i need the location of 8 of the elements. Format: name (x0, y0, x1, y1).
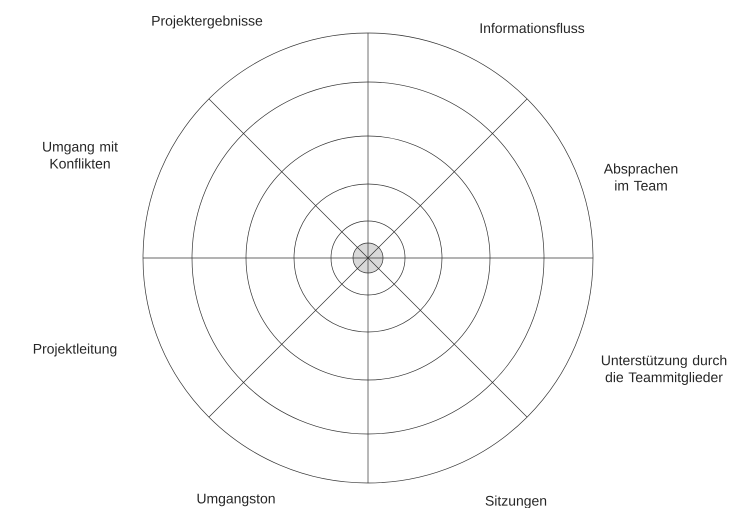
segment-label: Sitzungen (486, 496, 546, 508)
segment-label: Projektleitung (34, 344, 116, 356)
segment-label: Umgangston (198, 494, 275, 506)
segment-label: Absprachen im Team (604, 163, 678, 191)
segment-label: Projektergebnisse (152, 16, 262, 28)
segment-label: Informationsfluss (480, 22, 584, 34)
segment-label: Umgang mit Konflikten (43, 141, 118, 169)
segment-label: Unterstützung durch die Teammitglieder (602, 355, 726, 385)
